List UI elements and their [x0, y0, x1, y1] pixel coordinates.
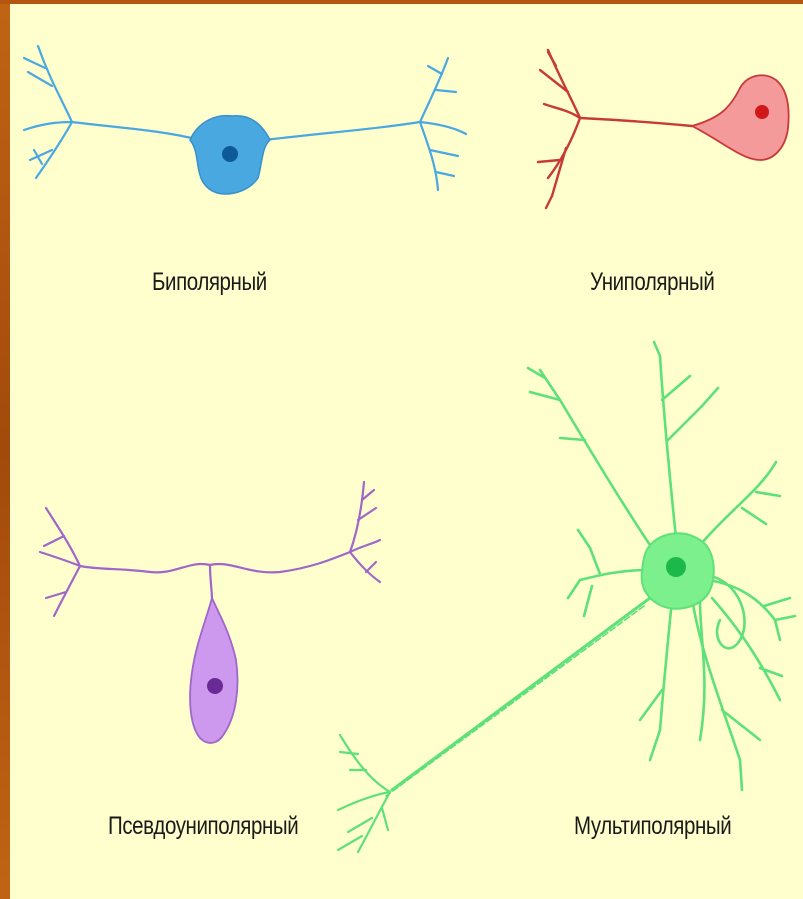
- pseudounipolar-nucleus: [207, 678, 223, 694]
- multipolar-axon-terminals: [338, 735, 390, 852]
- multipolar-neuron: [338, 342, 795, 852]
- pseudounipolar-process-left: [40, 508, 210, 616]
- pseudounipolar-process-right: [210, 482, 380, 582]
- unipolar-neuron: [538, 50, 789, 208]
- pseudounipolar-cell-body: [190, 598, 237, 743]
- pseudounipolar-stem: [210, 565, 212, 600]
- multipolar-nucleus: [666, 557, 686, 577]
- label-bipolar: Биполярный: [152, 268, 267, 297]
- label-unipolar: Униполярный: [590, 268, 714, 297]
- unipolar-cell-body: [692, 75, 789, 160]
- bipolar-dendrites-right: [265, 58, 466, 190]
- label-multipolar: Мультиполярный: [574, 812, 731, 841]
- label-pseudounipolar: Псевдоуниполярный: [108, 812, 298, 841]
- bipolar-dendrites-left: [24, 46, 200, 178]
- bipolar-neuron: [24, 46, 466, 194]
- multipolar-axon: [386, 598, 650, 796]
- unipolar-axon-branches: [538, 50, 692, 208]
- unipolar-nucleus: [755, 105, 769, 119]
- bipolar-nucleus: [222, 146, 238, 162]
- pseudounipolar-neuron: [40, 482, 380, 743]
